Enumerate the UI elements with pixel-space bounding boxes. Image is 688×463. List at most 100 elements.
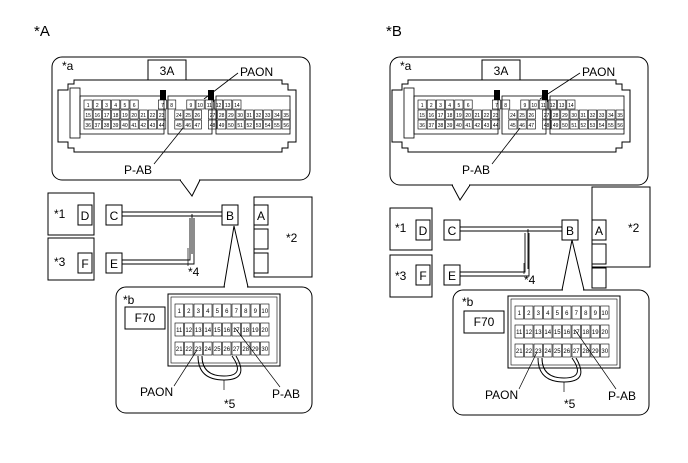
pin-cell [254,109,263,120]
pin-cell [581,343,591,358]
pin-number: 16 [223,328,230,334]
pin-number: 26 [529,113,535,119]
pin-cell [482,119,491,130]
pin-cell [226,119,236,130]
pin-cell [203,322,213,337]
callout-tail-b [223,225,249,288]
pin-cell [590,343,600,358]
pin-cell [92,99,102,110]
pin-number: 39 [447,123,453,129]
pin-number: 52 [581,123,587,129]
pin-cell [232,99,242,110]
pin-cell [92,109,102,120]
pin-cell [560,109,570,120]
pin-number: 11 [207,103,212,109]
pin-cell [454,119,464,130]
pin-number: 19 [592,330,599,336]
pin-number: 54 [599,123,605,129]
connector-f70-housing [507,295,621,369]
pin-cell [193,303,203,318]
pin-number: 5 [458,103,461,109]
pin-label-pab-lower: P-AB [272,387,300,401]
pin-number: 53 [590,123,596,129]
pin-cell [231,303,241,318]
pin-number: 44 [159,123,165,129]
pin-cell [193,341,203,356]
pin-cell [436,119,445,130]
pin-cell [217,109,227,120]
pin-number: 38 [438,123,444,129]
pin-number: 22 [525,349,532,355]
pin-cell [222,303,232,318]
pin-number: 27 [544,113,550,119]
connector-slot [591,243,607,265]
pin-number: 43 [150,123,156,129]
pin-number: 17 [104,113,110,119]
callout-label-b: *b [462,295,474,309]
pin-number: 52 [247,123,253,129]
pin-cell [102,109,111,120]
pin-cell [260,303,270,318]
pin-cell [193,322,203,337]
pin-cell [102,119,111,130]
pin-number: 33 [265,113,271,119]
connector-3a-housing [391,79,631,153]
pin-cell [557,99,567,110]
connector-a: A [595,224,603,238]
connector-a-name: 3A [494,64,509,78]
pin-number: 16 [95,113,101,119]
connector-a-box [253,204,269,226]
pin-number: 18 [113,113,119,119]
label-2: *2 [286,231,298,245]
pin-number: 42 [475,123,481,129]
pin-cell [272,119,282,130]
harness-wire [460,233,526,273]
pin-number: 15 [554,330,561,336]
pin-number: 32 [590,113,596,119]
pin-cell [250,303,260,318]
pin-cell [417,109,427,120]
pin-cell [514,305,524,320]
pin-cell [111,109,121,120]
leader-line [518,351,538,390]
pin-number: 3 [537,311,541,317]
pin-number: 48 [544,123,550,129]
pin-cell [560,119,570,130]
connector-e-box [443,264,461,286]
pin-number: 36 [85,123,91,129]
pin-number: 16 [429,113,435,119]
pin-cell [111,99,121,110]
pin-number: 8 [170,103,173,109]
pin-cell [174,341,184,356]
pin-number: 28 [553,113,559,119]
pin-cell [552,343,562,358]
pin-cell [533,324,543,339]
pin-cell [217,119,227,130]
label-5: *5 [224,397,236,411]
pin-number: 18 [242,328,249,334]
pin-cell [174,119,184,130]
pin-cell [174,109,184,120]
pin-number: 50 [228,123,234,129]
pin-cell [222,322,232,337]
leader-line [203,72,239,100]
pin-cell [250,322,260,337]
pin-cell [272,109,282,120]
pin-cell [436,109,445,120]
pin-number: 25 [214,347,221,353]
pin-number: 6 [133,103,136,109]
pin-number: 19 [122,113,128,119]
pin-cell [600,343,610,358]
pin-cell [472,109,482,120]
connector-b: B [566,224,574,238]
label-4: *4 [188,265,200,279]
pin-cell [212,303,222,318]
pin-cell [526,109,536,120]
pin-number: 20 [131,113,137,119]
pin-number: 28 [582,349,589,355]
connector-b: B [226,209,234,223]
callout-label-a: *a [62,59,74,73]
pin-cell [454,99,464,110]
